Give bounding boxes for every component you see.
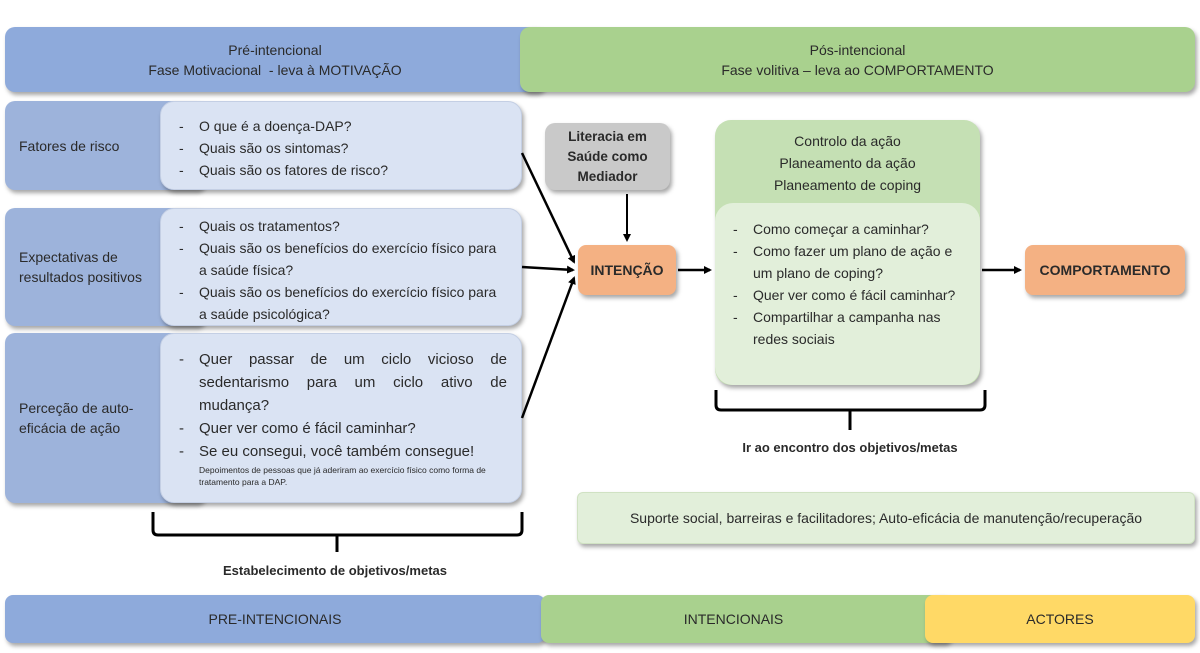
arrow-expectancies-to-intention (521, 265, 575, 274)
factor-label-text: Perceção de auto-eficácia de ação (19, 400, 134, 436)
arrow-selfefficacy-to-intention (520, 276, 576, 419)
health-literacy-mediator-node: Literacia em Saúde como Mediador (545, 123, 670, 190)
phase-pre-title: Pré-intencional (228, 41, 322, 58)
footer-pre-text: PRE-INTENCIONAIS (208, 611, 342, 627)
footer-intentional-bar: INTENCIONAIS (541, 595, 951, 643)
factor-item: Quais são os fatores de risco? (175, 159, 507, 181)
footer-actors-bar: ACTORES (925, 595, 1195, 643)
factor-item: Quer ver como é fácil caminhar? (175, 417, 507, 440)
mediator-text: Literacia em Saúde como Mediador (567, 128, 648, 184)
footer-pre-intentional-bar: PRE-INTENCIONAIS (5, 595, 545, 643)
testimonial-note: Depoimentos de pessoas que já aderiram a… (199, 465, 486, 487)
footer-intentional-text: INTENCIONAIS (683, 611, 784, 627)
intention-text: INTENÇÃO (590, 262, 664, 278)
factor-item: Quais os tratamentos? (175, 215, 507, 237)
support-text: Suporte social, barreiras e facilitadore… (629, 510, 1143, 526)
volitive-item: Como começar a caminhar? (729, 218, 966, 240)
volitive-item: Compartilhar a campanha nas redes sociai… (729, 306, 966, 350)
brace-goal-pursuit (714, 390, 987, 430)
phase-pre-intentional-header: Pré-intencional Fase Motivacional - leva… (5, 27, 545, 92)
behavior-text: COMPORTAMENTO (1039, 262, 1171, 278)
volitive-title-line: Controlo da ação (794, 133, 901, 149)
volitive-title: Controlo da ação Planeamento da ação Pla… (715, 130, 980, 196)
volitive-items-box: Como começar a caminhar? Como fazer um p… (715, 203, 980, 385)
volitive-item: Como fazer um plano de ação e um plano d… (729, 240, 966, 284)
factor-content-risk: O que é a doença-DAP? Quais são os sinto… (160, 101, 522, 190)
factor-label-text: Fatores de risco (19, 137, 120, 154)
factor-item: Se eu consegui, você também consegue! (175, 440, 507, 463)
volitive-title-line: Planeamento de coping (773, 177, 922, 193)
factor-label-text: Expectativas de resultados positivos (19, 249, 142, 285)
volitive-title-line: Planeamento da ação (779, 155, 916, 171)
goal-setting-label: Estabelecimento de objetivos/metas (223, 563, 447, 578)
brace-goal-setting (151, 512, 524, 552)
phase-pre-subtitle: Fase Motivacional - leva à MOTIVAÇÃO (148, 61, 402, 78)
phase-post-title: Pós-intencional (809, 41, 906, 58)
volitive-item: Quer ver como é fácil caminhar? (729, 284, 966, 306)
factor-content-outcome-expectancies: Quais os tratamentos? Quais são os benef… (160, 208, 522, 326)
factor-item: Quais são os benefícios do exercício fís… (175, 281, 507, 325)
factor-item: Quais são os sintomas? (175, 137, 507, 159)
factor-item: Quer passar de um ciclo vicioso de seden… (175, 348, 507, 417)
support-box: Suporte social, barreiras e facilitadore… (577, 492, 1195, 544)
footer-actors-text: ACTORES (1026, 611, 1094, 627)
phase-post-subtitle: Fase volitiva – leva ao COMPORTAMENTO (721, 61, 994, 78)
behavior-node: COMPORTAMENTO (1025, 245, 1185, 295)
intention-node: INTENÇÃO (578, 245, 676, 295)
factor-item: Quais são os benefícios do exercício fís… (175, 237, 507, 281)
factor-content-self-efficacy: Quer passar de um ciclo vicioso de seden… (160, 333, 522, 503)
goal-pursuit-label: Ir ao encontro dos objetivos/metas (742, 440, 958, 455)
phase-post-intentional-header: Pós-intencional Fase volitiva – leva ao … (520, 27, 1195, 92)
factor-item: O que é a doença-DAP? (175, 115, 507, 137)
